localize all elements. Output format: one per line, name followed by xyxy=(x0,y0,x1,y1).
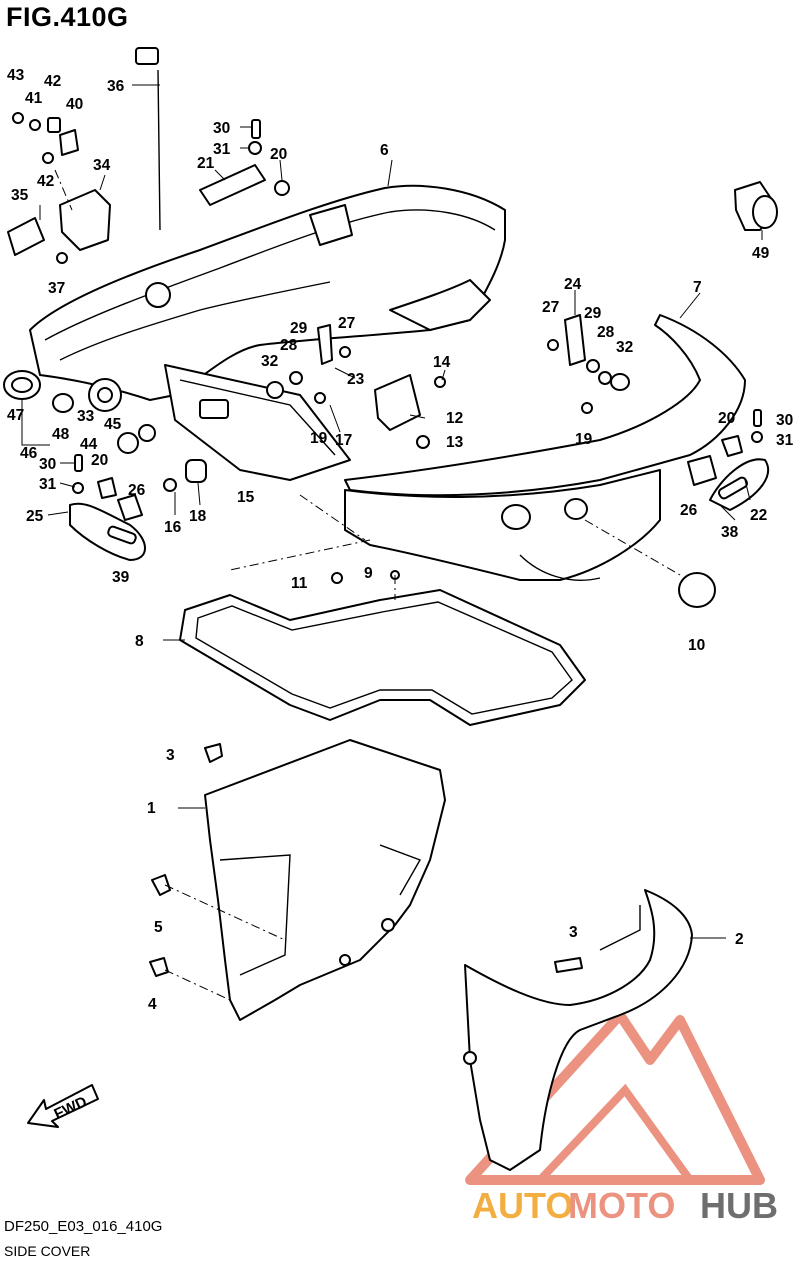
callout-32: 32 xyxy=(261,353,278,370)
callout-27: 27 xyxy=(542,299,559,316)
watermark-text-hub: HUB xyxy=(700,1185,778,1226)
part-7-rear-cover xyxy=(344,314,746,581)
callout-7: 7 xyxy=(693,279,702,296)
callout-30: 30 xyxy=(776,412,793,429)
callout-34: 34 xyxy=(93,157,111,174)
part-36-cable-tie xyxy=(135,47,161,231)
leader-lines xyxy=(21,84,763,939)
callout-13: 13 xyxy=(446,434,464,451)
part-47-grommet xyxy=(3,370,41,400)
part-49-plug xyxy=(734,181,778,231)
part-15-front-bracket xyxy=(164,364,351,481)
figure-title: FIG.410G xyxy=(6,2,129,32)
part-35-pad xyxy=(7,217,45,256)
callout-18: 18 xyxy=(189,508,207,525)
watermark-text-moto: MOTO xyxy=(568,1185,675,1226)
callout-8: 8 xyxy=(135,633,144,650)
callout-32: 32 xyxy=(616,339,633,356)
callout-1: 1 xyxy=(147,800,156,817)
callout-46: 46 xyxy=(20,445,38,462)
callout-49: 49 xyxy=(752,245,770,262)
part-22-grip-rear xyxy=(709,458,770,511)
part-8-seal-gasket xyxy=(179,589,586,726)
callout-4: 4 xyxy=(148,996,157,1013)
callout-31: 31 xyxy=(776,432,794,449)
callout-6: 6 xyxy=(380,142,389,159)
callout-15: 15 xyxy=(237,489,255,506)
callout-16: 16 xyxy=(164,519,182,536)
callout-19: 19 xyxy=(310,430,328,447)
part-1-side-cover-port xyxy=(204,739,446,1021)
callout-2: 2 xyxy=(735,931,744,948)
callout-33: 33 xyxy=(77,408,95,425)
callout-27: 27 xyxy=(338,315,355,332)
callout-39: 39 xyxy=(112,569,130,586)
callout-37: 37 xyxy=(48,280,65,297)
callout-3: 3 xyxy=(569,924,578,941)
callout-30: 30 xyxy=(213,120,230,137)
callout-17: 17 xyxy=(335,432,352,449)
callout-12: 12 xyxy=(446,410,463,427)
part-25-grip-front xyxy=(69,502,146,561)
callout-20: 20 xyxy=(270,146,287,163)
part-2-side-cover-starboard xyxy=(463,889,693,1171)
callout-21: 21 xyxy=(197,155,215,172)
callout-29: 29 xyxy=(584,305,602,322)
watermark-logo: AUTO MOTO HUB xyxy=(465,1010,778,1226)
callout-29: 29 xyxy=(290,320,308,337)
part-10-cap xyxy=(678,572,716,608)
part-34-bracket xyxy=(59,189,111,251)
callout-45: 45 xyxy=(104,416,122,433)
callout-19: 19 xyxy=(575,431,593,448)
callout-26: 26 xyxy=(128,482,146,499)
diagram-caption: SIDE COVER xyxy=(4,1243,91,1259)
callout-9: 9 xyxy=(364,565,373,582)
callout-35: 35 xyxy=(11,187,29,204)
callout-42: 42 xyxy=(44,73,61,90)
assembly-lines xyxy=(54,169,681,1001)
callout-36: 36 xyxy=(107,78,125,95)
callout-25: 25 xyxy=(26,508,44,525)
callout-30: 30 xyxy=(39,456,56,473)
callout-labels: 43 41 42 40 36 30 31 20 21 6 34 42 35 37… xyxy=(7,67,794,1013)
callout-20: 20 xyxy=(91,452,108,469)
callout-31: 31 xyxy=(39,476,57,493)
callout-22: 22 xyxy=(750,507,767,524)
callout-14: 14 xyxy=(433,354,451,371)
callout-24: 24 xyxy=(564,276,582,293)
part-6-upper-cover-frame xyxy=(29,184,506,401)
callout-23: 23 xyxy=(347,371,365,388)
callout-31: 31 xyxy=(213,141,231,158)
hardware-group xyxy=(12,112,763,977)
callout-10: 10 xyxy=(688,637,705,654)
watermark-text-auto: AUTO xyxy=(472,1185,573,1226)
callout-41: 41 xyxy=(25,90,43,107)
callout-44: 44 xyxy=(80,436,98,453)
callout-11: 11 xyxy=(291,575,308,592)
callout-28: 28 xyxy=(280,337,298,354)
diagram-code: DF250_E03_016_410G xyxy=(4,1218,163,1235)
callout-47: 47 xyxy=(7,407,24,424)
callout-43: 43 xyxy=(7,67,25,84)
callout-28: 28 xyxy=(597,324,615,341)
callout-38: 38 xyxy=(721,524,739,541)
callout-26: 26 xyxy=(680,502,698,519)
callout-48: 48 xyxy=(52,426,70,443)
callout-20: 20 xyxy=(718,410,735,427)
callout-5: 5 xyxy=(154,919,163,936)
callout-40: 40 xyxy=(66,96,83,113)
fwd-arrow: FWD xyxy=(24,1075,104,1130)
callout-42: 42 xyxy=(37,173,54,190)
callout-3: 3 xyxy=(166,747,175,764)
